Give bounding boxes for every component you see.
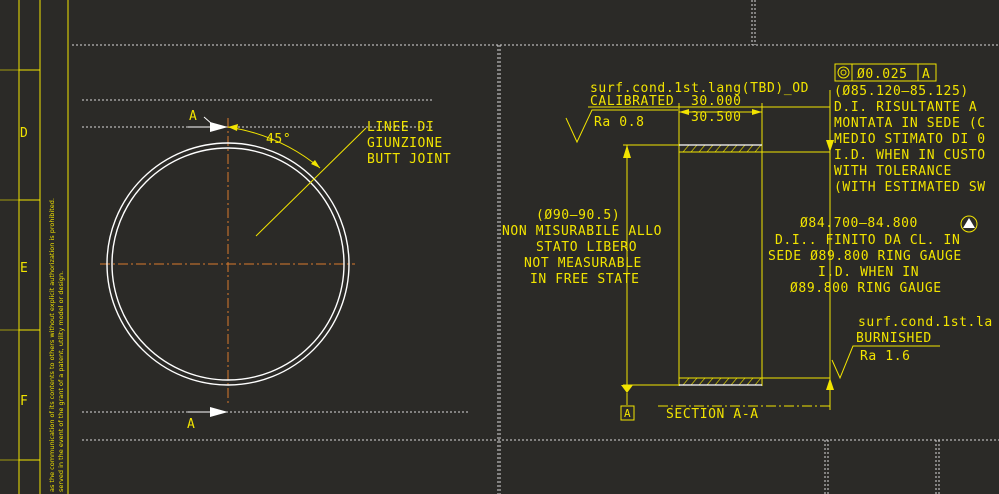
section-title: SECTION A-A bbox=[666, 407, 759, 422]
feature-control-frame bbox=[834, 63, 937, 82]
tol-note-3: MONTATA IN SEDE (C bbox=[834, 116, 986, 131]
zone-label-f: F bbox=[20, 394, 28, 409]
od-note-4: NOT MEASURABLE bbox=[524, 256, 642, 271]
surface-id-line1: surf.cond.1st.la bbox=[858, 315, 993, 330]
fcf-value: Ø0.025 bbox=[857, 67, 908, 82]
section-arrow-top bbox=[188, 122, 228, 132]
joint-note-3: BUTT JOINT bbox=[367, 152, 451, 167]
id-note-3: SEDE Ø89.800 RING GAUGE bbox=[768, 249, 962, 264]
ring-front-view bbox=[100, 116, 355, 405]
tol-note-1: (Ø85.120—85.125) bbox=[834, 84, 969, 99]
tol-note-2: D.I. RISULTANTE A bbox=[834, 100, 977, 115]
section-view bbox=[621, 90, 834, 410]
datum-box bbox=[620, 405, 635, 421]
tol-note-4: MEDIO STIMATO DI 0 bbox=[834, 132, 986, 147]
zone-label-e: E bbox=[20, 261, 28, 276]
od-note-5: IN FREE STATE bbox=[530, 272, 640, 287]
side-note-1: as the communication of its contents to … bbox=[48, 198, 56, 492]
tol-note-5: I.D. WHEN IN CUSTO bbox=[834, 148, 986, 163]
side-note-2: served in the event of the grant of a pa… bbox=[57, 271, 65, 492]
joint-note-1: LINEE DI bbox=[367, 120, 434, 135]
section-label-top: A bbox=[189, 109, 197, 124]
datum-label: A bbox=[624, 407, 631, 420]
surface-od-symbol bbox=[565, 109, 678, 144]
view-frames bbox=[72, 0, 999, 494]
tol-note-7: (WITH ESTIMATED SW bbox=[834, 180, 986, 195]
surface-od-calibrated: CALIBRATED bbox=[590, 94, 674, 109]
od-note-1: (Ø90—90.5) bbox=[536, 208, 620, 223]
critical-triangle-icon bbox=[960, 215, 978, 233]
surface-od-lower-dim: 30.500 bbox=[691, 110, 742, 125]
section-arrow-bottom bbox=[188, 407, 228, 417]
surface-od-roughness: Ra 0.8 bbox=[594, 115, 645, 130]
section-label-bottom: A bbox=[187, 417, 195, 432]
joint-leader bbox=[255, 127, 367, 237]
surface-id-symbol bbox=[831, 345, 940, 380]
surface-od-upper-dim: 30.000 bbox=[691, 94, 742, 109]
id-note-2: D.I.. FINITO DA CL. IN bbox=[775, 233, 960, 248]
joint-note-2: GIUNZIONE bbox=[367, 136, 443, 151]
fcf-datum: A bbox=[922, 67, 930, 82]
od-note-3: STATO LIBERO bbox=[536, 240, 637, 255]
od-note-2: NON MISURABILE ALLO bbox=[502, 224, 662, 239]
angle-label: 45° bbox=[266, 132, 291, 147]
tol-note-6: WITH TOLERANCE bbox=[834, 164, 952, 179]
surface-od-line1: surf.cond.1st.lang(TBD)_OD bbox=[590, 81, 809, 96]
surface-id-roughness: Ra 1.6 bbox=[860, 349, 911, 364]
surface-id-burnished: BURNISHED bbox=[856, 331, 932, 346]
zone-label-d: D bbox=[20, 126, 28, 141]
id-note-5: Ø89.800 RING GAUGE bbox=[790, 281, 942, 296]
id-note-1: Ø84.700—84.800 bbox=[800, 216, 918, 231]
angle-dimension bbox=[227, 124, 321, 169]
id-note-4: I.D. WHEN IN bbox=[818, 265, 919, 280]
drawing-border bbox=[0, 0, 69, 494]
